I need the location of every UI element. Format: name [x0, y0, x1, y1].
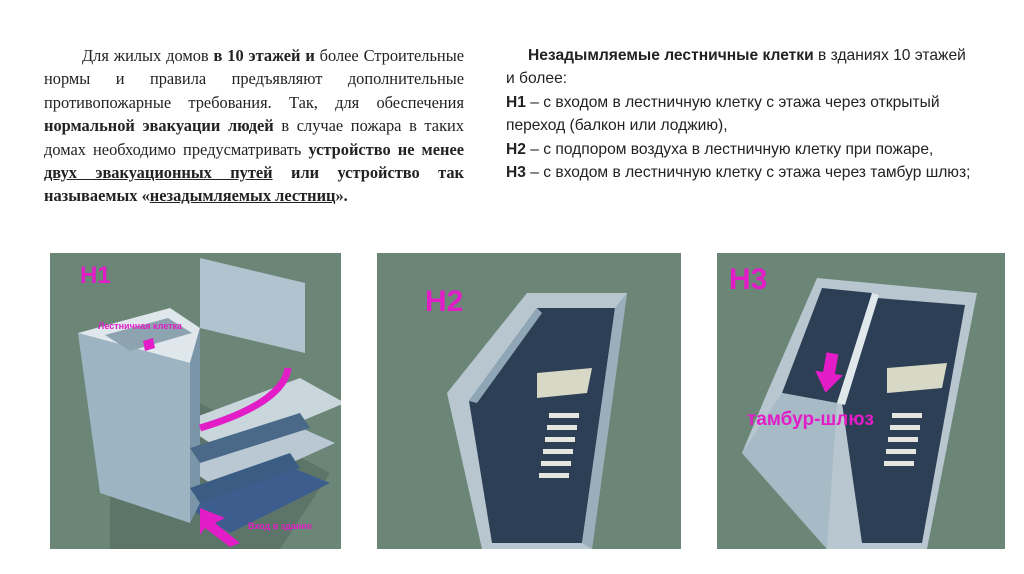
h1-stair-label: Лестничная клетка: [98, 321, 183, 331]
h2-code: Н2: [506, 140, 526, 158]
h1-code: Н1: [506, 93, 526, 111]
h1-text: – с входом в лестничную клетку с этажа ч…: [506, 93, 940, 135]
h1-label: Н1: [80, 262, 111, 289]
left-text-10: ».: [335, 186, 348, 206]
h3-text: – с входом в лестничную клетку с этажа ч…: [525, 164, 971, 182]
h2-label: Н2: [425, 285, 463, 318]
left-text-4: нормальной эвакуации людей: [44, 116, 274, 136]
left-text-5: в случае пожара в таких домах необходимо…: [44, 116, 465, 159]
right-title: Незадымляемые лестничные клетки: [528, 47, 814, 64]
h3-code: Н3: [506, 164, 526, 182]
h2-text: – с подпором воздуха в лестничную клетку…: [525, 140, 934, 158]
figure-h2-illustration: Н2: [377, 253, 681, 549]
left-text-1: Для жилых домов: [82, 46, 214, 65]
right-title-line: Незадымляемые лестничные клетки в здания…: [506, 44, 976, 91]
figure-h1-illustration: Н1 Лестничная клетка Вход в здание: [50, 253, 341, 549]
left-text-3: более Строительные нормы и правила предъ…: [44, 46, 464, 112]
right-title-tail: в зданиях 10 этажей и более:: [506, 47, 966, 88]
h1-item: Н1 – с входом в лестничную клетку с этаж…: [506, 91, 976, 138]
left-text-6: устройство не менее: [308, 139, 464, 159]
h3-vestibule-label: тамбур-шлюз: [747, 409, 874, 430]
right-block: Незадымляемые лестничные клетки в здания…: [506, 44, 976, 184]
h3-label: Н3: [729, 263, 767, 296]
figure-h1: Н1 Лестничная клетка Вход в здание: [50, 253, 341, 549]
left-paragraph: Для жилых домов в 10 этажей и более Стро…: [44, 44, 464, 208]
figure-h2: Н2: [377, 253, 681, 549]
h2-item: Н2 – с подпором воздуха в лестничную кле…: [506, 138, 976, 161]
left-text-2: в 10 этажей и: [213, 46, 315, 65]
h3-item: Н3 – с входом в лестничную клетку с этаж…: [506, 161, 976, 184]
h1-entry-label: Вход в здание: [248, 521, 312, 531]
figure-h3: Н3 тамбур-шлюз: [717, 253, 1005, 549]
figure-h3-illustration: Н3 тамбур-шлюз: [717, 253, 1005, 549]
left-text-9: незадымляемых лестниц: [149, 186, 336, 206]
left-text-8: или устройство так называемых «: [44, 163, 465, 206]
left-text-7: двух эвакуационных путей: [44, 163, 273, 183]
